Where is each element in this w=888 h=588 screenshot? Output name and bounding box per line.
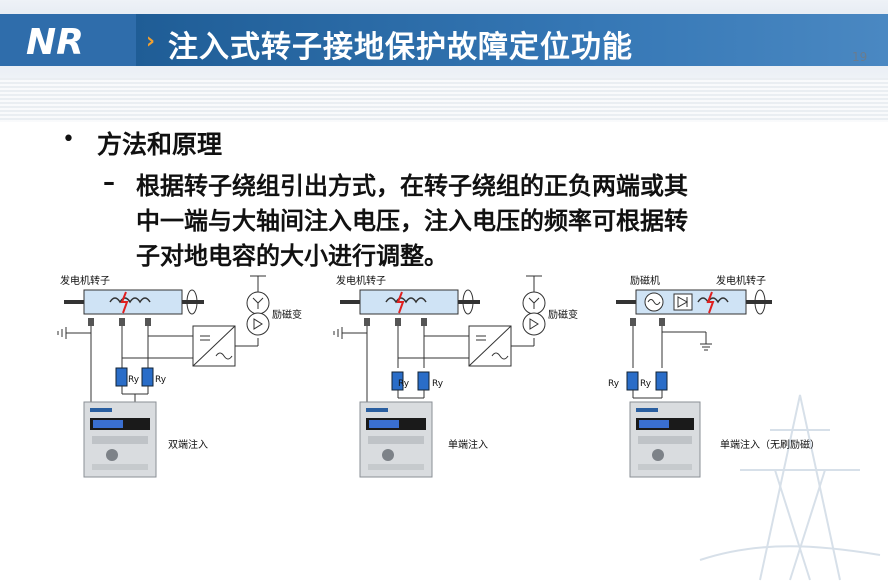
- resistor-label: Ry: [128, 375, 140, 385]
- diagram-caption: 单端注入: [448, 438, 488, 451]
- brush-shaft: [88, 318, 94, 326]
- exciter-label: 励磁机: [630, 274, 660, 287]
- resistor-ry-2: [141, 367, 154, 387]
- fault-spark-icon: [706, 291, 715, 314]
- brush-shaft: [630, 318, 636, 326]
- header-stripes: [0, 78, 888, 122]
- sub-line-1: 根据转子绕组引出方式，在转子绕组的正负两端或其: [136, 172, 688, 200]
- sub-line-3: 子对地电容的大小进行调整。: [136, 242, 448, 270]
- transformer-label: 励磁变: [272, 308, 302, 321]
- rotor-label: 发电机转子: [60, 274, 110, 287]
- diagram-caption: 单端注入（无刷励磁）: [720, 438, 820, 451]
- protection-device: [83, 401, 157, 478]
- ground-icon: [333, 327, 352, 339]
- rotor-winding: [109, 297, 151, 304]
- bullet-heading: 方法和原理: [97, 130, 223, 159]
- ac-symbol-icon: [647, 299, 661, 305]
- delta-icon: [253, 318, 263, 330]
- protection-device: [359, 401, 433, 478]
- resistor-ry-1: [626, 371, 639, 391]
- transformer-label: 励磁变: [548, 308, 578, 321]
- brush-pos: [119, 318, 125, 326]
- diagram-brushless: 励磁机 发电机转子 Ry Ry: [608, 274, 820, 478]
- diagram-caption: 双端注入: [168, 438, 208, 451]
- rotor-winding: [697, 297, 729, 304]
- rotation-arrow-icon: [186, 289, 198, 315]
- rectifier-diagonal: [468, 325, 512, 367]
- sub-line-2: 中一端与大轴间注入电压，注入电压的频率可根据转: [136, 207, 688, 235]
- delta-icon: [529, 318, 539, 330]
- tower-watermark: [699, 394, 881, 581]
- rotor-label: 发电机转子: [716, 274, 766, 287]
- page-number: 19: [852, 50, 868, 64]
- rotation-arrow-icon: [754, 289, 766, 315]
- resistor-ry-2: [655, 371, 668, 391]
- diagram-double-end: 发电机转子: [57, 274, 302, 478]
- ac-symbol-icon: [491, 352, 509, 360]
- transformer-secondary: [246, 312, 270, 336]
- fault-spark-icon: [396, 291, 405, 314]
- ground-icon: [700, 332, 712, 351]
- brush-shaft: [364, 318, 370, 326]
- rotor-label: 发电机转子: [336, 274, 386, 287]
- brush-pos: [395, 318, 401, 326]
- resistor-ry-2: [417, 371, 430, 391]
- resistor-label: Ry: [640, 379, 652, 389]
- rectifier-diagonal: [192, 325, 236, 367]
- fault-spark-icon: [120, 291, 129, 314]
- logo-text: NR: [26, 22, 84, 63]
- nr-logo: NR: [0, 14, 136, 66]
- resistor-ry-1: [115, 367, 128, 387]
- title-bar: [136, 14, 888, 66]
- title-arrow-icon: ›: [146, 29, 156, 54]
- brush-neg: [145, 318, 151, 326]
- wye-icon: [528, 297, 540, 309]
- slide-title: 注入式转子接地保护故障定位功能: [168, 30, 633, 65]
- bullet-dot-icon: •: [62, 127, 75, 152]
- rotation-arrow-icon: [462, 289, 474, 315]
- dc-symbol-icon: [476, 335, 486, 341]
- ground-icon: [57, 327, 76, 339]
- brush-measure: [659, 318, 665, 326]
- brush-neg: [421, 318, 427, 326]
- rotor-winding: [385, 297, 427, 304]
- transformer-secondary: [522, 312, 546, 336]
- rotor-body: [83, 289, 183, 315]
- sub-bullet-dash-icon: –: [103, 168, 115, 196]
- diagram-single-end: 发电机转子: [333, 274, 578, 478]
- ac-symbol-icon: [215, 352, 233, 360]
- protection-device: [629, 401, 701, 478]
- dc-symbol-icon: [200, 335, 210, 341]
- rotating-diode: [673, 293, 693, 311]
- rotor-body: [359, 289, 459, 315]
- resistor-label: Ry: [432, 379, 444, 389]
- resistor-label: Ry: [398, 379, 410, 389]
- resistor-label: Ry: [155, 375, 167, 385]
- resistor-label: Ry: [608, 379, 620, 389]
- wye-icon: [252, 297, 264, 309]
- diode-icon: [677, 296, 689, 308]
